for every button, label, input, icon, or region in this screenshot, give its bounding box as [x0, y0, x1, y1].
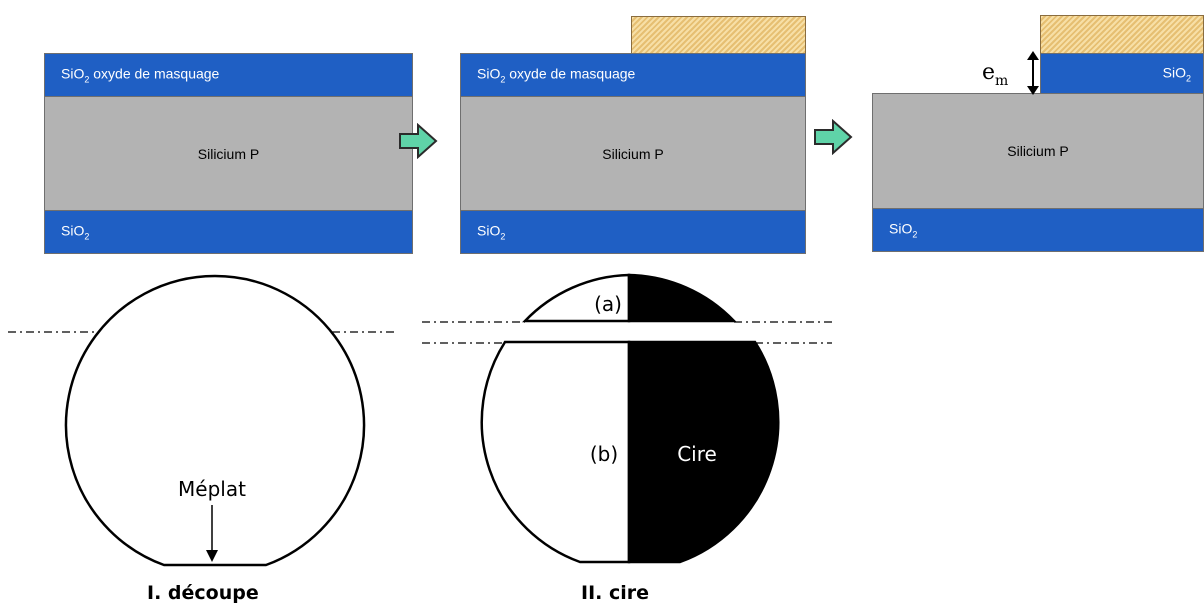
bottom-oxide-layer: SiO2 — [460, 210, 806, 254]
mask-oxide-layer: SiO2 oxyde de masquage — [44, 53, 413, 97]
segment-b-wax — [627, 340, 780, 564]
mask-oxide-layer: SiO2 oxyde de masquage — [460, 53, 806, 97]
photoresist-block — [1040, 15, 1204, 54]
wafer-wax-diagram: (a) (b) Cire — [422, 273, 832, 564]
wafer-outline — [64, 274, 366, 567]
bottom-oxide-layer: SiO2 — [44, 210, 413, 254]
caption-wax: II. cire — [581, 582, 650, 604]
caption-cutting: I. découpe — [147, 582, 259, 604]
wax-label: Cire — [677, 442, 717, 466]
wafer-cutting-diagram: Méplat — [8, 274, 398, 567]
photoresist-block — [631, 16, 806, 54]
arrow-down-icon — [1027, 86, 1039, 95]
silicon-label: Silicium P — [1007, 143, 1069, 159]
arrow-down-icon — [206, 550, 218, 562]
segment-b-white — [480, 340, 631, 564]
patterned-oxide-label: SiO2 — [1162, 64, 1191, 83]
silicon-substrate: Silicium P — [460, 96, 806, 211]
process-arrow-icon — [814, 119, 853, 155]
segment-a-wax — [627, 273, 737, 323]
silicon-substrate: Silicium P — [44, 96, 413, 211]
thickness-indicator: em — [982, 51, 1039, 95]
bottom-oxide-layer: SiO2 — [872, 208, 1204, 252]
silicon-label: Silicium P — [602, 145, 664, 162]
bottom-oxide-label: SiO2 — [61, 222, 90, 242]
part-b-label: (b) — [590, 442, 618, 466]
arrow-up-icon — [1027, 51, 1039, 60]
silicon-label: Silicium P — [197, 145, 260, 162]
patterned-oxide-layer: SiO2 — [1040, 53, 1204, 94]
mask-oxide-label: SiO2 oxyde de masquage — [477, 65, 636, 85]
mask-oxide-label: SiO2 oxyde de masquage — [61, 65, 220, 85]
flat-label: Méplat — [178, 477, 246, 501]
bottom-oxide-label: SiO2 — [477, 222, 506, 242]
thickness-label: em — [982, 60, 1008, 89]
part-a-label: (a) — [594, 292, 622, 316]
bottom-oxide-label: SiO2 — [889, 220, 918, 240]
process-arrow-icon — [399, 123, 438, 159]
silicon-substrate: Silicium P — [872, 93, 1204, 209]
